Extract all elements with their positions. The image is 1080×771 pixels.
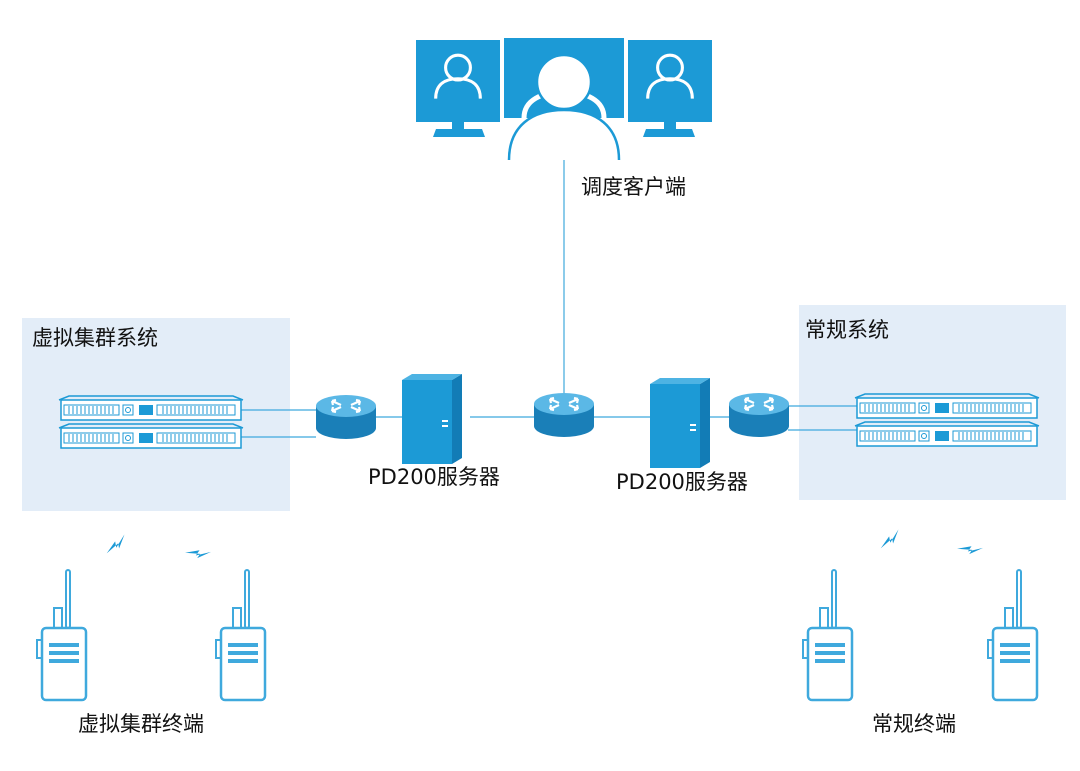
walkie-talkie-icon <box>35 568 88 702</box>
virtual-trunk-system-label: 虚拟集群系统 <box>32 326 158 350</box>
rack-device-icon <box>58 423 244 449</box>
rack-device-icon <box>854 393 1040 419</box>
conventional-terminals-label: 常规终端 <box>872 712 956 736</box>
operator-person-icon <box>507 53 621 161</box>
server-right-label: PD200服务器 <box>616 470 748 494</box>
walkie-talkie-icon <box>986 568 1039 702</box>
router-center-icon <box>532 391 596 439</box>
rack-device-icon <box>854 421 1040 447</box>
server-left-icon <box>402 374 462 464</box>
lightning-signal-icon <box>957 536 984 561</box>
lightning-signal-icon <box>185 540 212 565</box>
dispatch-client-label: 调度客户端 <box>581 175 686 199</box>
monitor-left-icon <box>416 40 500 137</box>
lightning-signal-icon <box>878 529 902 549</box>
server-right-icon <box>650 378 710 468</box>
rack-device-icon <box>58 395 244 421</box>
router-left-icon <box>314 393 378 441</box>
server-left-label: PD200服务器 <box>368 465 500 489</box>
virtual-trunk-terminals-label: 虚拟集群终端 <box>78 712 204 736</box>
monitor-right-icon <box>628 40 712 137</box>
conventional-system-label: 常规系统 <box>805 318 889 342</box>
walkie-talkie-icon <box>214 568 267 702</box>
router-right-icon <box>727 391 791 439</box>
walkie-talkie-icon <box>801 568 854 702</box>
lightning-signal-icon <box>104 534 128 554</box>
